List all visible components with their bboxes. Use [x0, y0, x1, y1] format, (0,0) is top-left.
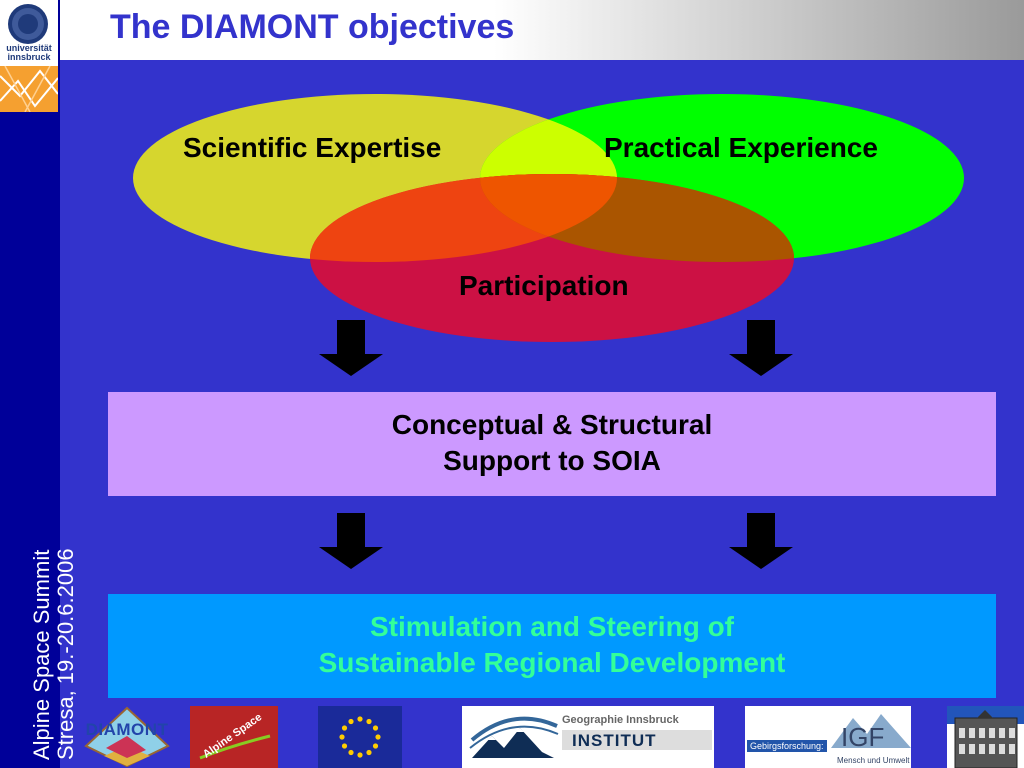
diamont-mountain-icon [84, 706, 170, 768]
partner-logos: DIAMONT Alpine Space Geographie Innsbruc… [60, 700, 1024, 768]
down-arrow-icon [319, 320, 383, 376]
institut-main-text: INSTITUT [572, 731, 657, 750]
igf-main-text: IGF [841, 722, 885, 752]
alpine-space-logo: Alpine Space [190, 706, 278, 768]
building-icon [947, 706, 1024, 768]
igf-sub-text: Mensch und Umwelt [837, 756, 910, 765]
down-arrow-icon [729, 513, 793, 569]
down-arrow-icon [319, 513, 383, 569]
institut-band [562, 730, 712, 750]
stimulation-steering-box: Stimulation and Steering of Sustainable … [108, 594, 996, 698]
box2-line1: Stimulation and Steering of [369, 611, 734, 642]
university-pattern-icon [0, 66, 58, 112]
eu-flag-logo [318, 706, 402, 768]
diamont-logo: DIAMONT [80, 706, 174, 768]
down-arrow-icon [729, 320, 793, 376]
building-logo [947, 706, 1024, 768]
venn-right-label: Practical Experience [604, 132, 878, 163]
diamont-logo-text: DIAMONT [85, 720, 169, 739]
institut-mountain-icon [469, 716, 559, 758]
igf-logo: Gebirgsforschung: IGF Mensch und Umwelt [745, 706, 911, 768]
box1-line1: Conceptual & Structural [391, 409, 713, 440]
box2-line2: Sustainable Regional Development [318, 647, 786, 678]
box1-line2: Support to SOIA [443, 445, 661, 476]
sidebar: universität innsbruck Alpine Space Summi… [0, 0, 78, 768]
title-bar: The DIAMONT objectives [60, 0, 1024, 60]
page-title: The DIAMONT objectives [110, 8, 515, 46]
eu-flag-icon [318, 706, 402, 768]
igf-mountain-icon [831, 714, 911, 748]
university-name: universität innsbruck [6, 43, 52, 62]
university-logo: universität innsbruck [0, 0, 58, 112]
university-seal-icon [8, 4, 48, 44]
venn-bottom-label: Participation [459, 270, 629, 301]
geographie-institut-logo: Geographie Innsbruck INSTITUT [462, 706, 714, 768]
conceptual-support-box: Conceptual & Structural Support to SOIA [108, 392, 996, 496]
igf-left-text: Gebirgsforschung: [747, 740, 827, 752]
venn-left-label: Scientific Expertise [183, 132, 442, 163]
institut-top-text: Geographie Innsbruck [562, 714, 679, 726]
alpine-space-swoosh-icon [199, 734, 271, 760]
